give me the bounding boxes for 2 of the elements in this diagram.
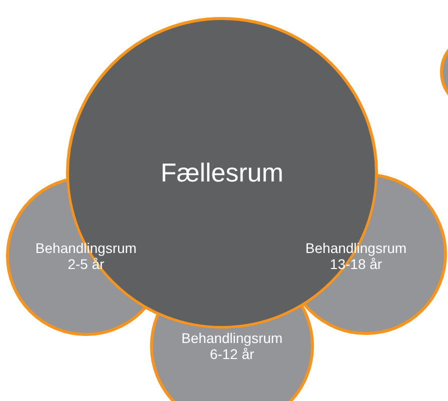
room-label: Fællesrum (160, 158, 284, 188)
room-label: Behandlingsrum 6-12 år (180, 330, 284, 362)
